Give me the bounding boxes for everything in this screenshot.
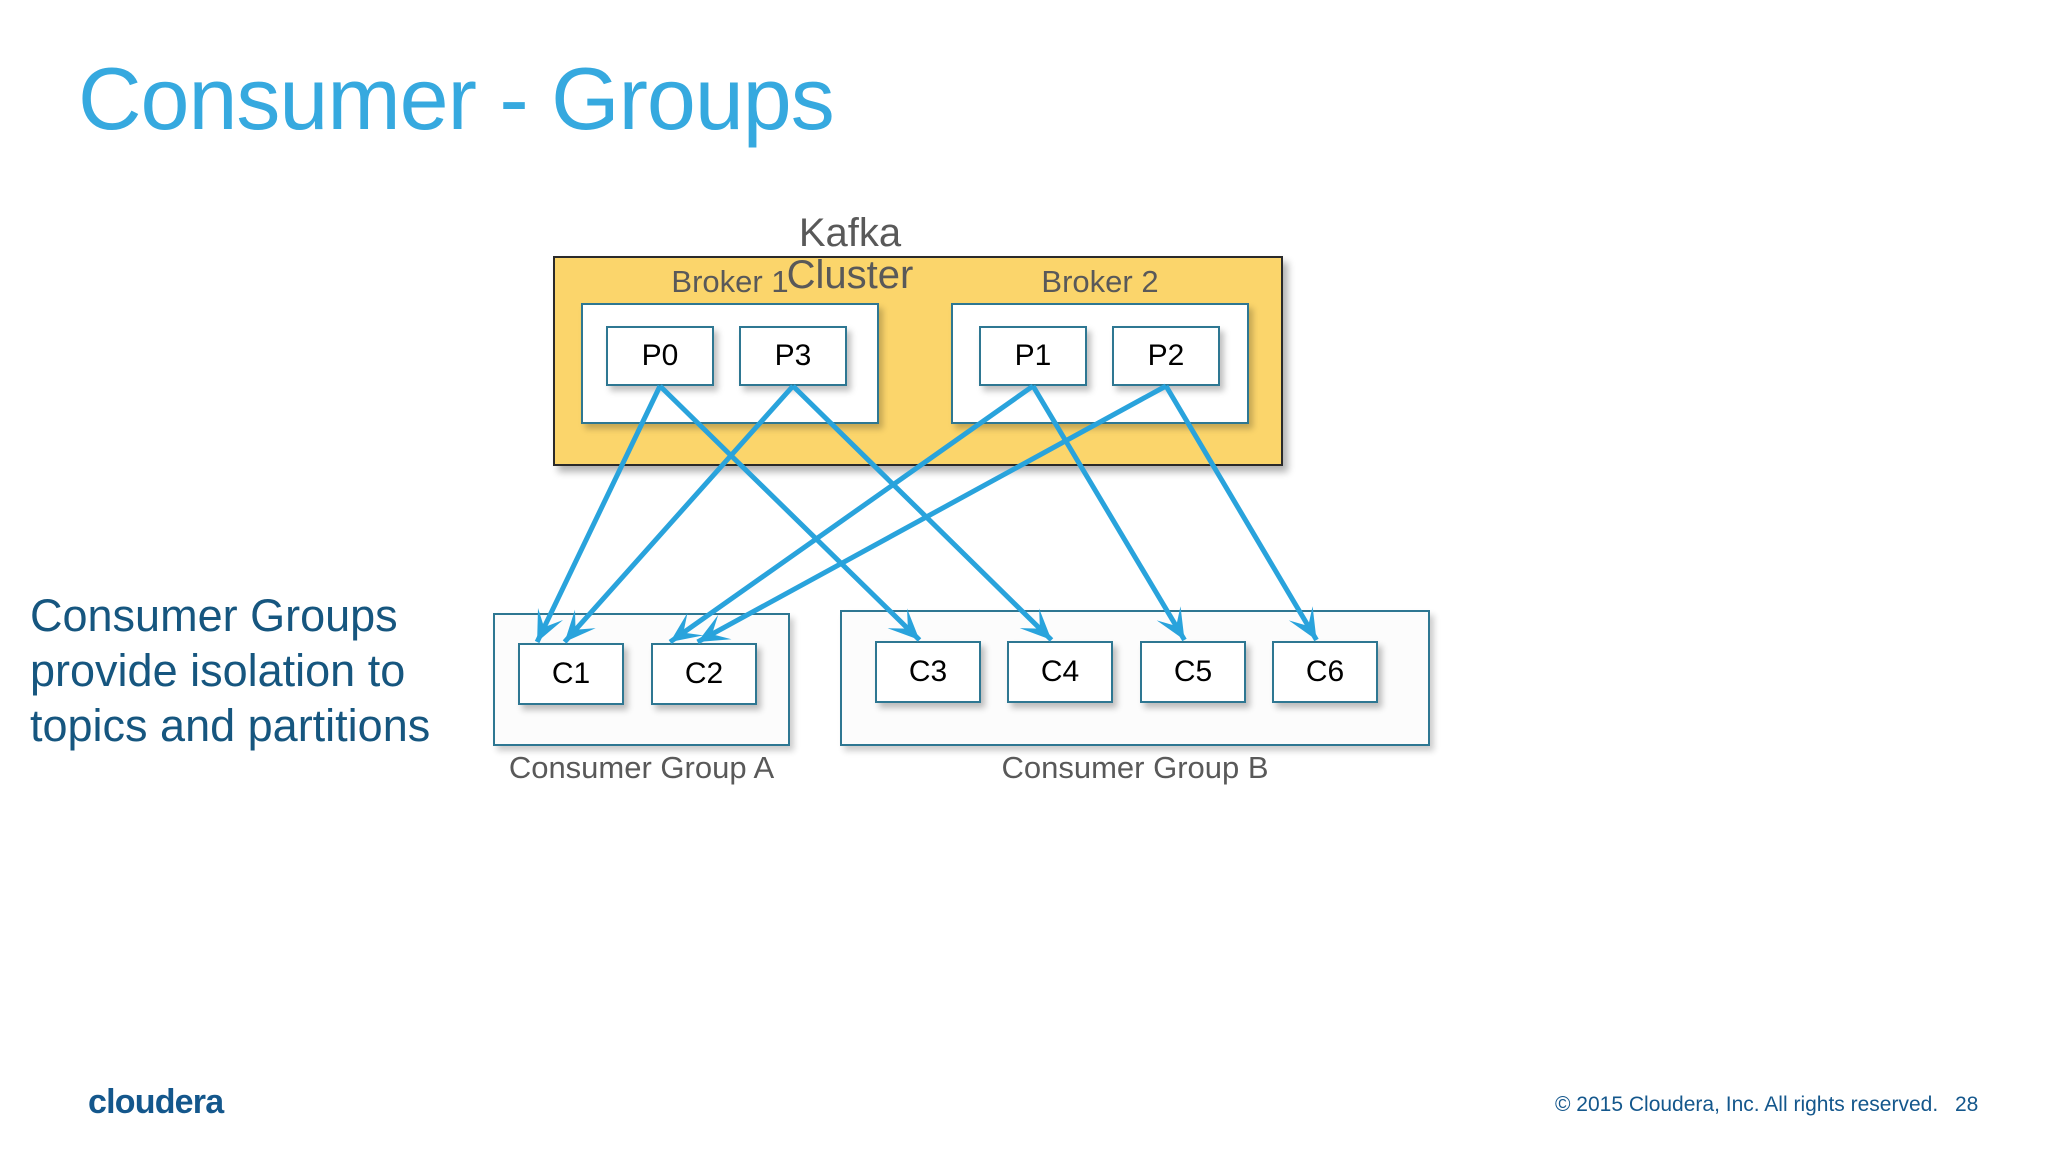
page-title: Consumer - Groups — [78, 49, 835, 148]
kafka-cluster-title-line1: Kafka — [798, 211, 902, 255]
consumer-group-a-label: Consumer Group A — [508, 750, 775, 785]
page-number: 28 — [1955, 1093, 1979, 1116]
consumer-c2: C2 — [651, 643, 757, 705]
consumer-c6: C6 — [1272, 641, 1378, 703]
consumer-c5: C5 — [1140, 641, 1246, 703]
broker-1-label: Broker 1 — [671, 264, 789, 299]
partition-p2: P2 — [1112, 326, 1220, 386]
consumer-group-b-label: Consumer Group B — [1001, 750, 1269, 785]
kafka-cluster-title-line2: Cluster — [786, 253, 914, 297]
body-text: Consumer Groups provide isolation to top… — [30, 590, 431, 751]
partition-p3: P3 — [739, 326, 847, 386]
partition-p0: P0 — [606, 326, 714, 386]
consumer-c1: C1 — [518, 643, 624, 705]
consumer-c4: C4 — [1007, 641, 1113, 703]
cloudera-logo: cloudera — [88, 1083, 224, 1121]
partition-p1: P1 — [979, 326, 1087, 386]
broker-2-label: Broker 2 — [1041, 264, 1159, 299]
consumer-c3: C3 — [875, 641, 981, 703]
copyright-text: © 2015 Cloudera, Inc. All rights reserve… — [1555, 1093, 1939, 1116]
